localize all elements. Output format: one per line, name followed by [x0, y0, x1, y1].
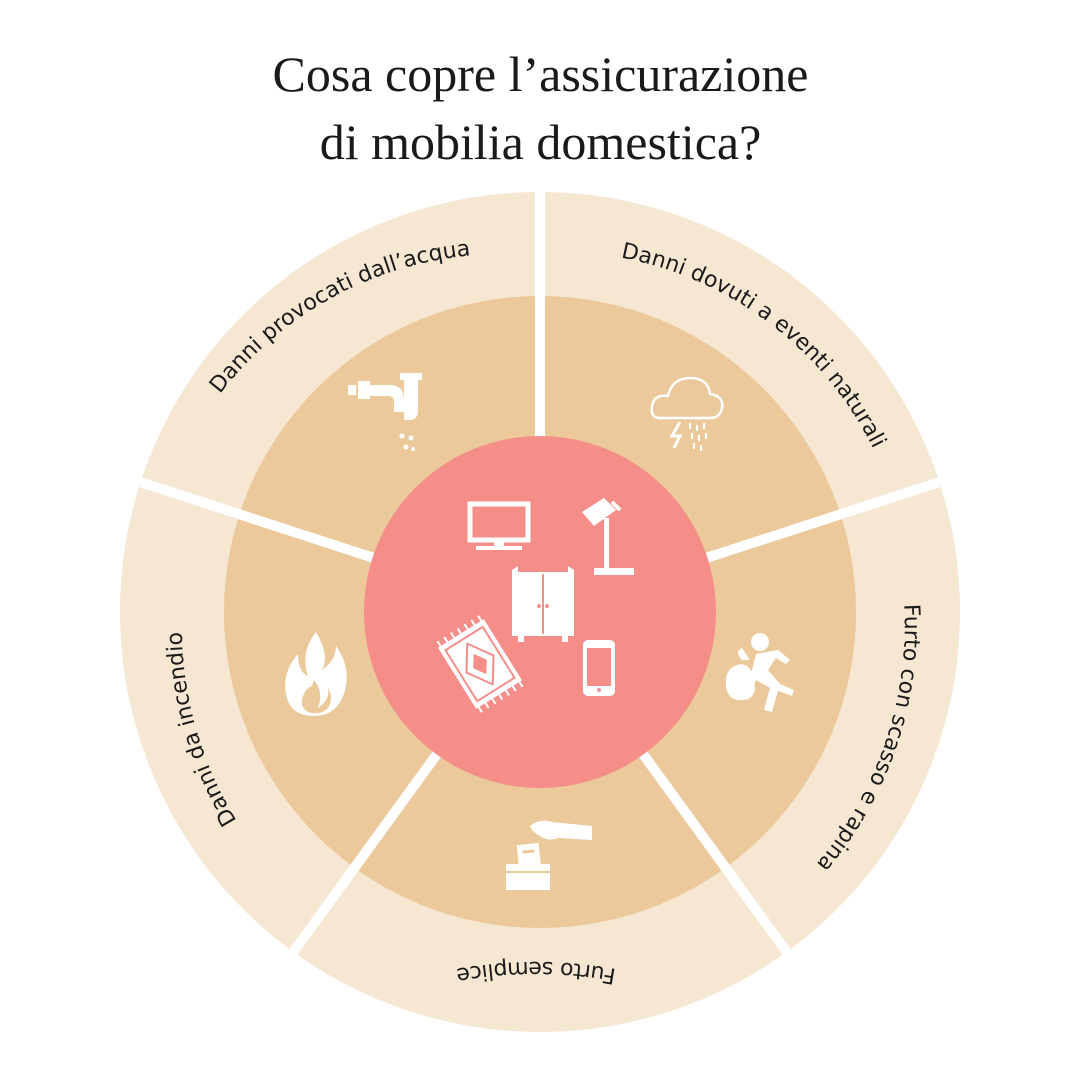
tv-icon [467, 501, 531, 550]
hand-taking-from-box-icon [506, 820, 592, 890]
rug-icon [436, 615, 524, 713]
fire-icon [285, 632, 347, 716]
title-line-2: di mobilia domestica? [319, 114, 762, 170]
storm-cloud-icon [650, 376, 724, 452]
page-title: Cosa copre l’assicurazione di mobilia do… [0, 40, 1081, 176]
leaking-pipe-icon [348, 373, 422, 451]
running-thief-icon [725, 633, 794, 712]
desk-lamp-icon [582, 498, 634, 575]
title-line-1: Cosa copre l’assicurazione [272, 46, 809, 102]
wardrobe-icon [512, 566, 574, 642]
smartphone-icon [583, 640, 615, 696]
